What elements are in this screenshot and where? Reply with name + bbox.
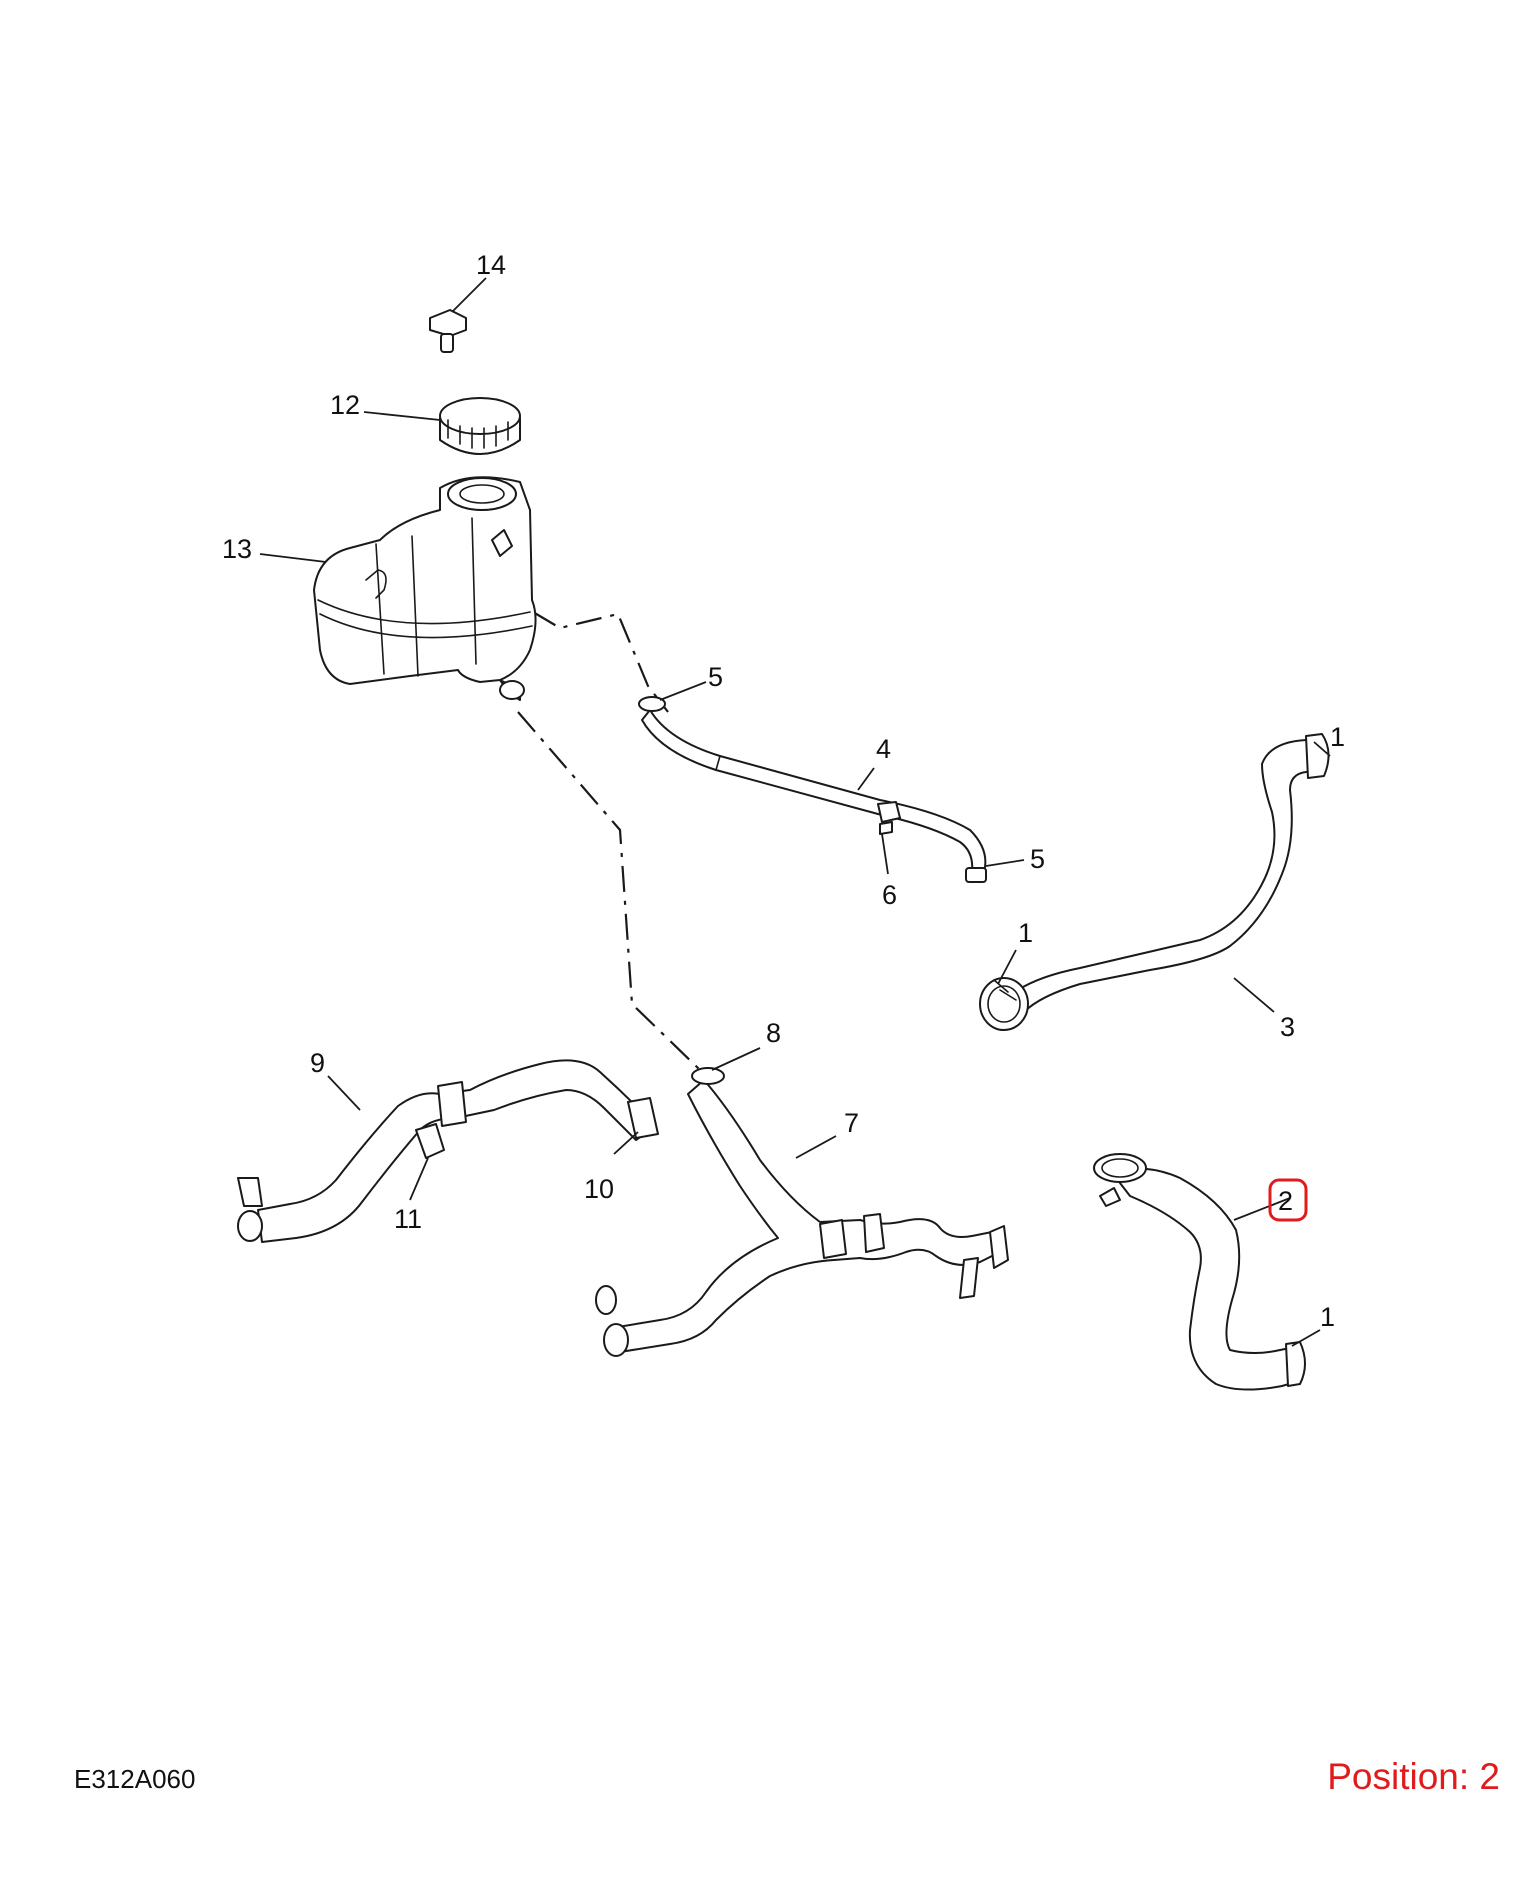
callout-14[interactable]: 14 bbox=[476, 250, 506, 280]
part-11-clamp[interactable] bbox=[415, 1123, 445, 1159]
callout-1-top[interactable]: 1 bbox=[1330, 722, 1345, 752]
callout-7[interactable]: 7 bbox=[844, 1108, 859, 1138]
callout-9[interactable]: 9 bbox=[310, 1048, 325, 1078]
callout-6[interactable]: 6 bbox=[882, 880, 897, 910]
callout-3[interactable]: 3 bbox=[1280, 1012, 1295, 1042]
part-4-bleed-hose[interactable] bbox=[641, 709, 987, 873]
part-7-hose[interactable] bbox=[595, 1079, 1009, 1357]
part-13-expansion-tank[interactable] bbox=[313, 476, 537, 701]
callout-5-lower[interactable]: 5 bbox=[1030, 844, 1045, 874]
part-5-clamp-upper[interactable] bbox=[638, 696, 666, 712]
diagram-reference-code: E312A060 bbox=[74, 1764, 196, 1794]
part-10-clamp[interactable] bbox=[627, 1097, 659, 1139]
callout-5-upper[interactable]: 5 bbox=[708, 662, 723, 692]
callout-1-bottom[interactable]: 1 bbox=[1320, 1302, 1335, 1332]
part-9-hose[interactable] bbox=[237, 1059, 651, 1243]
selected-position-label: Position: 2 bbox=[1327, 1756, 1500, 1797]
callouts: 14 12 13 5 4 5 6 1 1 3 8 7 9 10 11 1 2 bbox=[222, 250, 1345, 1332]
part-8-clamp[interactable] bbox=[691, 1067, 725, 1085]
leader-lines bbox=[259, 277, 1331, 1347]
callout-4[interactable]: 4 bbox=[876, 734, 891, 764]
callout-2[interactable]: 2 bbox=[1278, 1186, 1293, 1216]
part-3-hose[interactable] bbox=[979, 733, 1330, 1031]
part-5-clamp-lower[interactable] bbox=[965, 867, 987, 883]
part-6-clip[interactable] bbox=[877, 801, 901, 835]
callout-13[interactable]: 13 bbox=[222, 534, 252, 564]
callout-2-highlight bbox=[1268, 1178, 1308, 1222]
callout-11[interactable]: 11 bbox=[394, 1204, 422, 1234]
callout-8[interactable]: 8 bbox=[766, 1018, 781, 1048]
part-14-bolt[interactable] bbox=[429, 309, 467, 353]
routing-lines bbox=[517, 611, 701, 1071]
callout-12[interactable]: 12 bbox=[330, 390, 360, 420]
part-12-filler-cap[interactable] bbox=[439, 397, 521, 455]
callout-1-mid[interactable]: 1 bbox=[1018, 918, 1033, 948]
part-2-hose[interactable] bbox=[1093, 1153, 1306, 1391]
callout-10[interactable]: 10 bbox=[584, 1174, 614, 1204]
